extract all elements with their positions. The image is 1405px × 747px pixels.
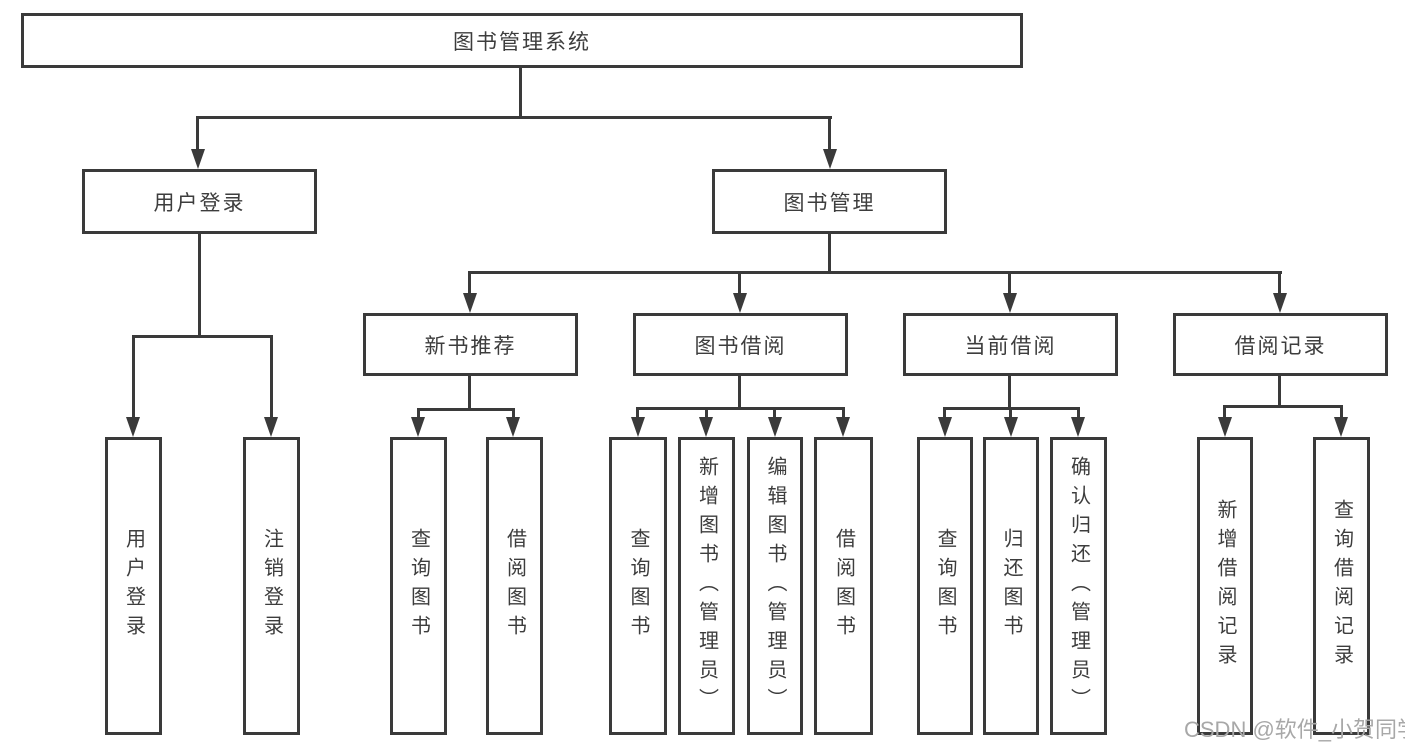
connector-records-drop [1278,271,1281,297]
connector-login-leaf1-drop [132,335,135,420]
connector-borrow-stem [738,376,741,410]
node-borrow-records-label: 借阅记录 [1234,334,1327,358]
leaf-current-confirm-return-label: 确认归还（管理员） [1067,455,1090,717]
leaf-current-query-books-label: 查询图书 [934,528,956,644]
leaf-borrow-borrow-books-label: 借阅图书 [832,528,855,644]
arrowhead-borrow-leaf3 [768,417,782,437]
leaf-rec-query-books-label: 查询图书 [407,528,430,644]
node-new-book-rec: 新书推荐 [363,313,578,376]
leaf-records-add-record-label: 新增借阅记录 [1214,499,1236,673]
connector-rec-leaf2-drop [512,408,515,422]
leaf-records-query-record: 查询借阅记录 [1313,437,1370,735]
arrowhead-records-leaf1 [1218,417,1232,437]
connector-level2-hline [196,116,832,119]
connector-borrow-leaf2-drop [705,407,708,422]
connector-borrow-hline [636,407,845,410]
leaf-records-add-record: 新增借阅记录 [1197,437,1253,735]
node-current-borrow-label: 当前借阅 [964,334,1057,358]
connector-current-drop [1008,271,1011,297]
arrowhead-login [191,149,205,169]
connector-login-stem [198,234,201,338]
leaf-current-confirm-return: 确认归还（管理员） [1050,437,1107,735]
connector-rec-hline [417,408,515,411]
arrowhead-current [1003,293,1017,313]
connector-rec-leaf1-drop [417,408,420,422]
leaf-borrow-add-books-label: 新增图书（管理员） [695,455,718,717]
connector-level3-hline [468,271,1282,274]
node-book-borrow-label: 图书借阅 [694,334,787,358]
arrowhead-login-leaf1 [126,417,140,437]
arrowhead-mgmt [823,149,837,169]
node-new-book-rec-label: 新书推荐 [424,334,517,358]
node-book-mgmt: 图书管理 [712,169,947,234]
connector-borrow-drop [738,271,741,297]
node-user-login-label: 用户登录 [153,191,246,215]
connector-rec-stem [468,376,471,411]
leaf-borrow-query-books-label: 查询图书 [627,528,649,644]
connector-records-leaf2-drop [1340,405,1343,422]
leaf-logout: 注销登录 [243,437,300,735]
arrowhead-records [1273,293,1287,313]
connector-current-stem [1008,376,1011,410]
node-borrow-records: 借阅记录 [1173,313,1388,376]
arrowhead-current-leaf2 [1004,417,1018,437]
arrowhead-rec-leaf2 [506,417,520,437]
leaf-borrow-borrow-books: 借阅图书 [814,437,873,735]
connector-borrow-leaf4-drop [842,407,845,422]
leaf-records-query-record-label: 查询借阅记录 [1330,499,1353,673]
leaf-borrow-query-books: 查询图书 [609,437,667,735]
connector-current-leaf3-drop [1077,407,1080,422]
leaf-borrow-edit-books-label: 编辑图书（管理员） [764,455,786,717]
connector-current-leaf1-drop [943,407,946,422]
connector-records-hline [1223,405,1343,408]
connector-login-leaf2-drop [270,335,273,420]
node-current-borrow: 当前借阅 [903,313,1118,376]
connector-login-hline [132,335,273,338]
node-root: 图书管理系统 [21,13,1023,68]
connector-mgmt-drop [828,116,831,153]
node-book-borrow: 图书借阅 [633,313,848,376]
leaf-rec-borrow-books-label: 借阅图书 [503,528,526,644]
arrowhead-rec [463,293,477,313]
connector-current-leaf2-drop [1009,407,1012,422]
arrowhead-rec-leaf1 [411,417,425,437]
arrowhead-borrow [733,293,747,313]
arrowhead-borrow-leaf1 [631,417,645,437]
leaf-rec-query-books: 查询图书 [390,437,447,735]
connector-records-stem [1278,376,1281,408]
connector-rec-drop [468,271,471,297]
leaf-current-return-books: 归还图书 [983,437,1039,735]
leaf-rec-borrow-books: 借阅图书 [486,437,543,735]
connector-borrow-leaf3-drop [773,407,776,422]
leaf-logout-label: 注销登录 [260,528,283,644]
connector-records-leaf1-drop [1223,405,1226,422]
leaf-borrow-add-books: 新增图书（管理员） [678,437,735,735]
node-book-mgmt-label: 图书管理 [783,191,876,215]
connector-borrow-leaf1-drop [636,407,639,422]
arrowhead-borrow-leaf4 [836,417,850,437]
connector-mgmt-stem [828,234,831,274]
connector-login-drop [196,116,199,153]
csdn-watermark: CSDN @软件_小贺同学 [1184,717,1405,742]
arrowhead-borrow-leaf2 [699,417,713,437]
leaf-user-login-label: 用户登录 [122,528,145,644]
leaf-user-login: 用户登录 [105,437,162,735]
node-root-label: 图书管理系统 [453,30,591,54]
arrowhead-login-leaf2 [264,417,278,437]
connector-root-stem [519,68,522,119]
arrowhead-records-leaf2 [1334,417,1348,437]
arrowhead-current-leaf3 [1071,417,1085,437]
arrowhead-current-leaf1 [938,417,952,437]
leaf-current-return-books-label: 归还图书 [1000,528,1022,644]
leaf-borrow-edit-books: 编辑图书（管理员） [747,437,803,735]
node-user-login: 用户登录 [82,169,317,234]
leaf-current-query-books: 查询图书 [917,437,973,735]
